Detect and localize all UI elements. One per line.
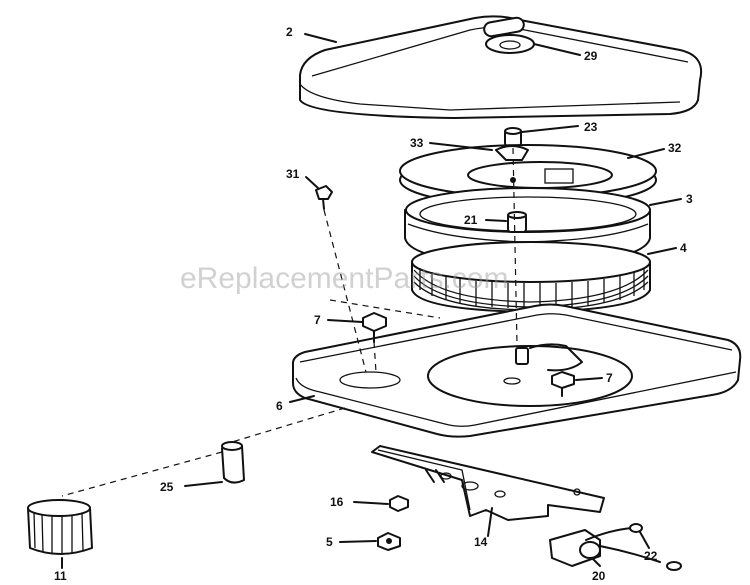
part-nut-5 — [377, 532, 401, 551]
callout-labels: 2 29 23 33 32 31 3 21 4 7 7 6 25 16 5 14… — [54, 25, 693, 583]
callout-29: 29 — [584, 49, 598, 63]
part-base-6 — [291, 303, 742, 438]
callout-23: 23 — [584, 120, 598, 134]
callout-25: 25 — [160, 480, 174, 494]
callout-16: 16 — [330, 495, 344, 509]
callout-31: 31 — [286, 167, 300, 181]
part-screw-7-left — [362, 312, 387, 343]
callout-22: 22 — [644, 549, 658, 563]
part-screw-7-right — [551, 371, 575, 397]
callout-21: 21 — [464, 213, 478, 227]
part-switch-20 — [549, 527, 661, 567]
callout-20: 20 — [592, 569, 606, 583]
callout-14: 14 — [474, 535, 488, 549]
callout-32: 32 — [668, 141, 682, 155]
callout-33: 33 — [410, 136, 424, 150]
part-sleeve-11 — [27, 499, 93, 555]
part-nut-16 — [389, 495, 409, 512]
callout-3: 3 — [686, 192, 693, 206]
callout-7-right: 7 — [606, 371, 613, 385]
alignment-lines — [61, 147, 518, 497]
watermark-text: eReplacementParts.com — [180, 262, 508, 295]
part-stud-23 — [504, 127, 522, 147]
part-tube-25 — [221, 441, 245, 484]
part-cover-top — [299, 15, 702, 119]
part-terminal-22 — [629, 523, 682, 571]
leader-lines — [61, 33, 682, 569]
callout-4: 4 — [680, 241, 687, 255]
callout-11: 11 — [54, 569, 67, 583]
part-filter-element-4 — [411, 241, 651, 313]
callout-5: 5 — [326, 535, 333, 549]
callout-2: 2 — [286, 25, 293, 39]
callout-6: 6 — [276, 399, 283, 413]
part-screw-31 — [315, 185, 333, 210]
part-bracket-14 — [371, 445, 605, 521]
callout-7-left: 7 — [314, 313, 321, 327]
